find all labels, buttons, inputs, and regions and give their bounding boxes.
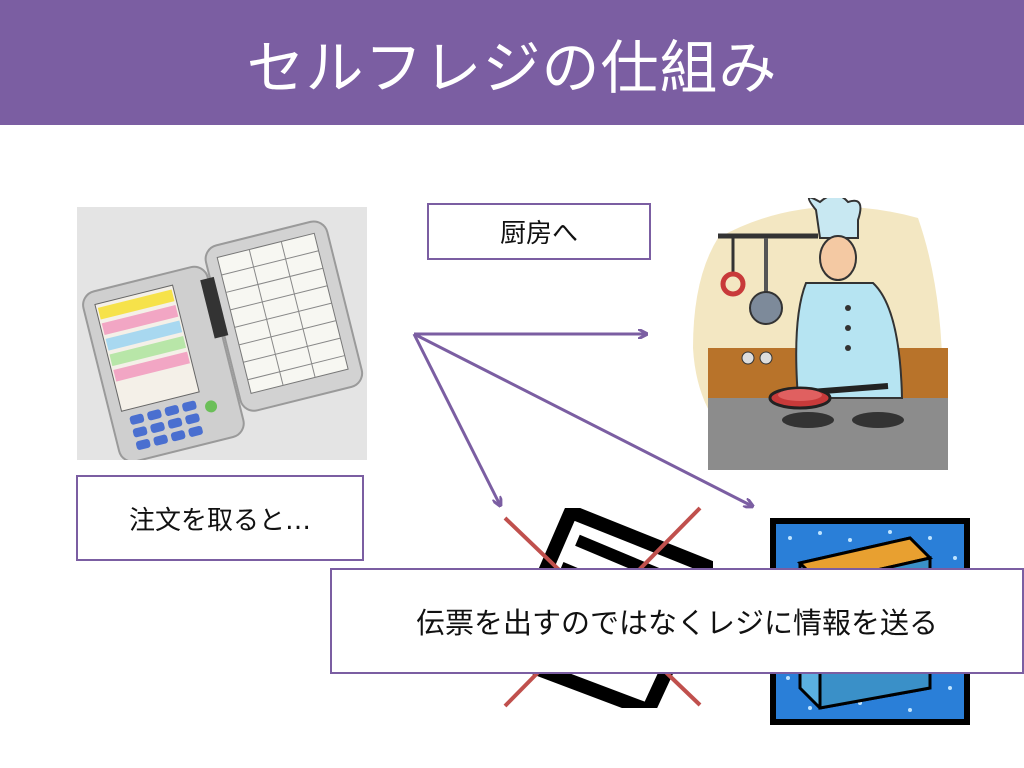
order-label: 注文を取ると… — [76, 475, 364, 561]
handheld-order-terminal-icon — [77, 207, 367, 460]
info-callout-text: 伝票を出すのではなくレジに情報を送る — [415, 606, 938, 640]
title-bar: セルフレジの仕組み — [0, 0, 1024, 125]
kitchen-label: 厨房へ — [427, 203, 651, 260]
info-callout: 伝票を出すのではなくレジに情報を送る — [330, 568, 1024, 674]
arrow-to-slip — [412, 333, 500, 505]
chef-cooking-icon — [693, 198, 948, 470]
kitchen-label-text: 厨房へ — [499, 219, 578, 249]
slide-title: セルフレジの仕組み — [246, 33, 778, 102]
order-label-text: 注文を取ると… — [128, 505, 311, 536]
